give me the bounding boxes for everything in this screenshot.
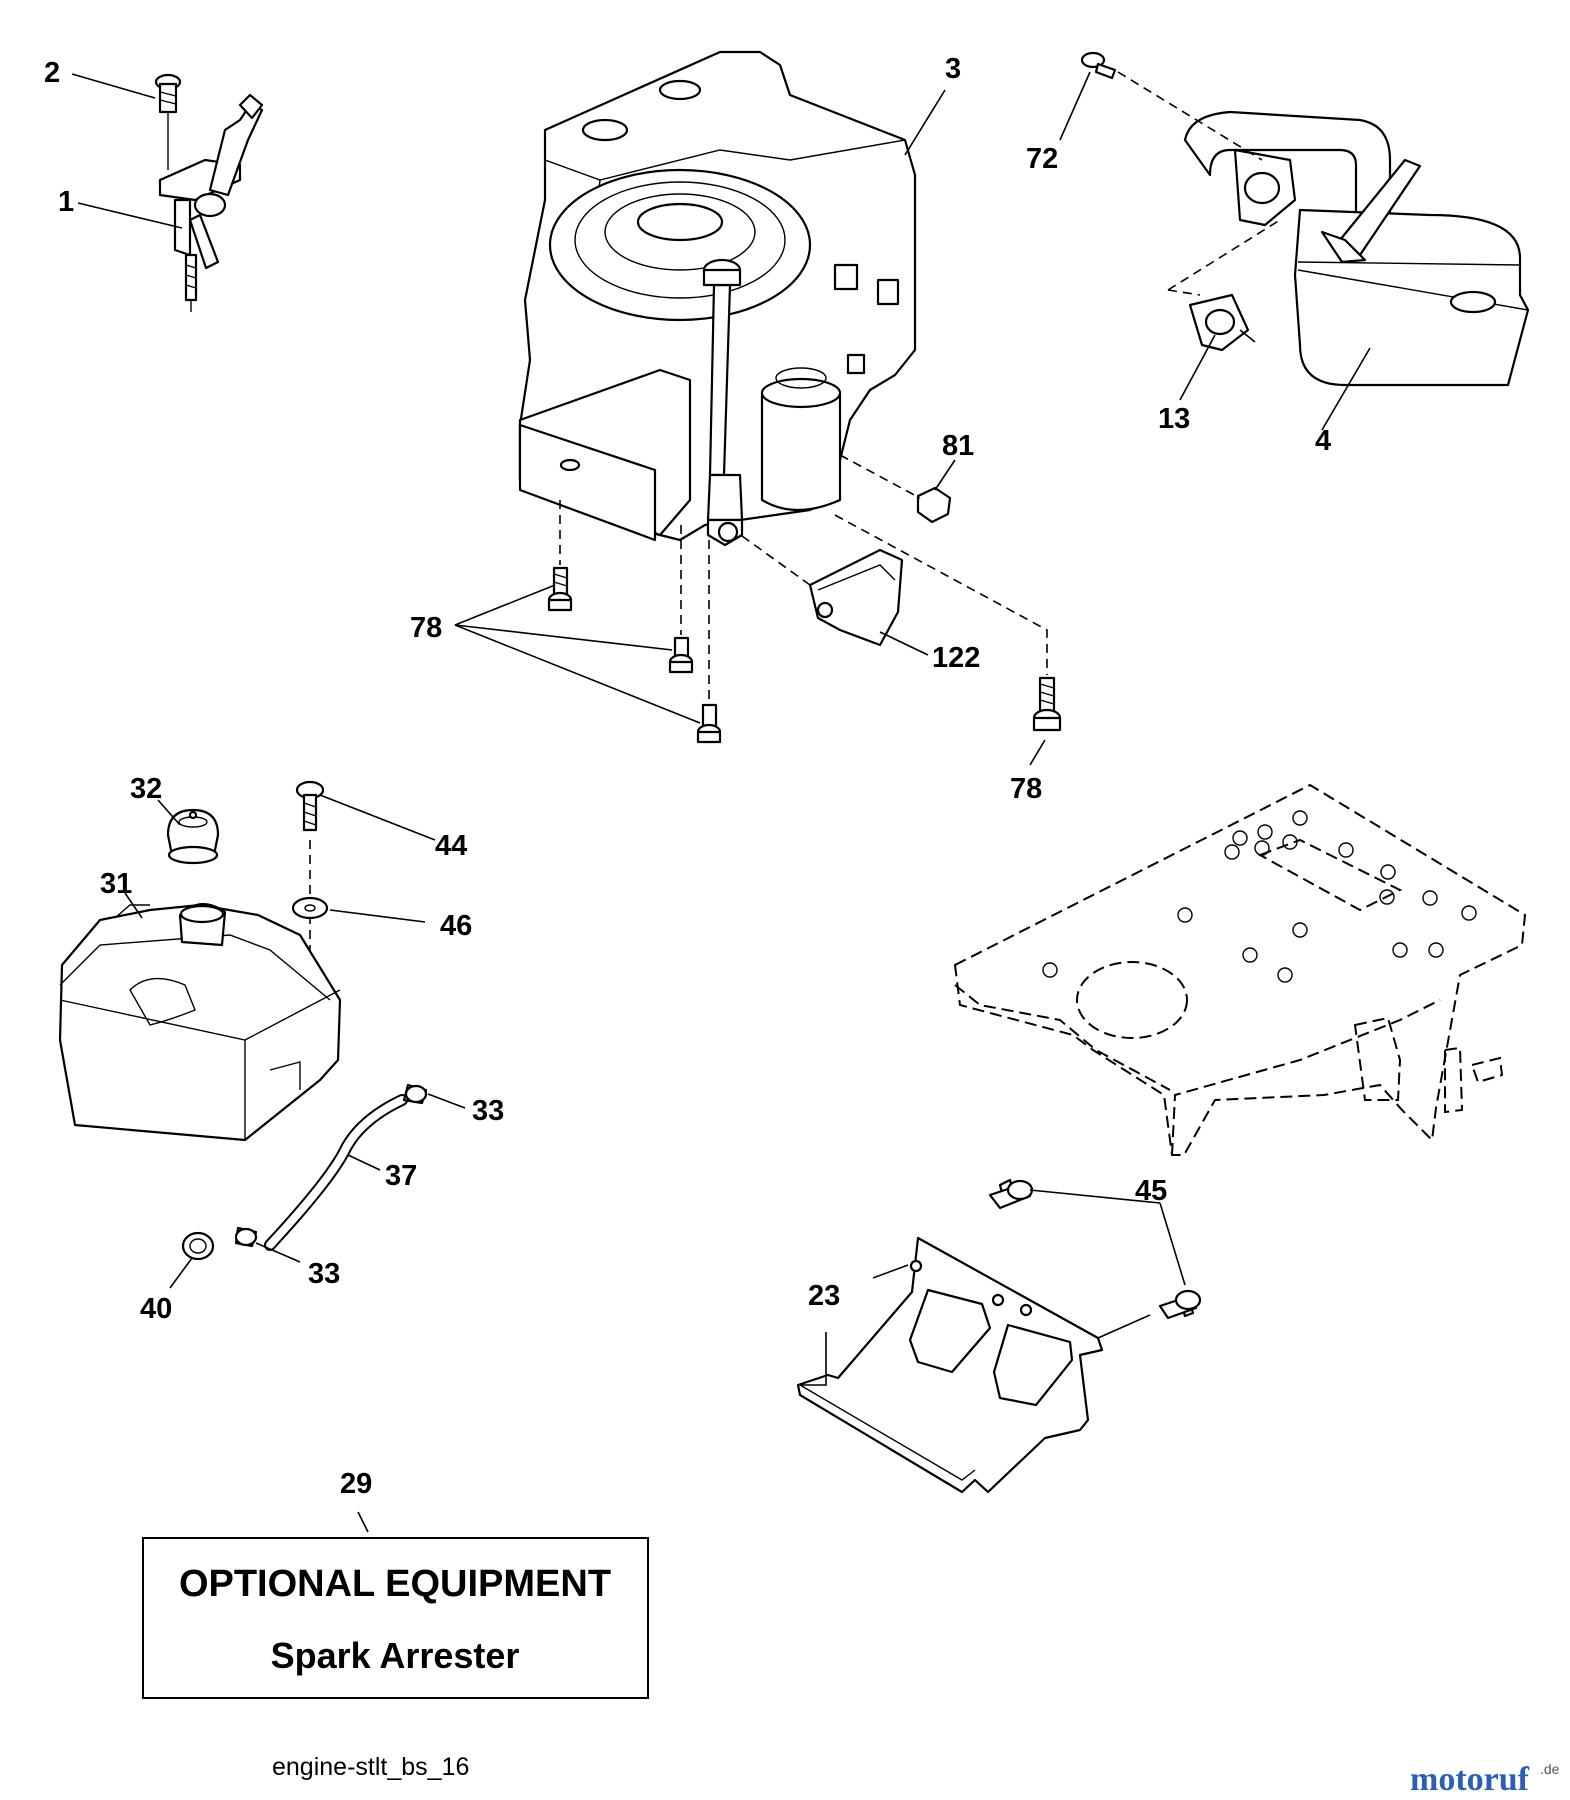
engine-bracket-part (796, 1178, 1202, 1494)
tank-screw-washer-part (291, 780, 329, 1040)
callout-72: 72 (1026, 143, 1058, 175)
watermark-logo: motoruf .de (1410, 1761, 1560, 1798)
optional-equipment-box: OPTIONAL EQUIPMENT Spark Arrester (142, 1537, 649, 1699)
callout-33-lower: 33 (308, 1258, 340, 1290)
callout-33-upper: 33 (472, 1095, 504, 1127)
callout-37: 37 (385, 1160, 417, 1192)
diagram-code: engine-stlt_bs_16 (272, 1753, 469, 1781)
throttle-control-part (154, 73, 264, 312)
callout-78-left: 78 (410, 612, 442, 644)
callout-1: 1 (58, 186, 74, 218)
callout-2: 2 (44, 57, 60, 89)
callout-44: 44 (435, 830, 467, 862)
callout-81: 81 (942, 430, 974, 462)
callout-13: 13 (1158, 403, 1190, 435)
callout-45: 45 (1135, 1175, 1167, 1207)
callout-23: 23 (808, 1280, 840, 1312)
callout-40: 40 (140, 1293, 172, 1325)
fuel-line-part (181, 1083, 428, 1261)
fuel-cap-part (166, 808, 220, 865)
callout-78-right: 78 (1010, 773, 1042, 805)
leader-lines (71, 71, 1371, 1533)
callout-46: 46 (440, 910, 472, 942)
callout-4: 4 (1315, 425, 1331, 457)
tractor-frame-outline (953, 783, 1527, 1156)
callout-29: 29 (340, 1468, 372, 1500)
callout-122: 122 (932, 642, 980, 674)
watermark-suffix: .de (1540, 1761, 1560, 1777)
callout-32: 32 (130, 773, 162, 805)
muffler-part (1080, 51, 1530, 387)
callout-3: 3 (945, 53, 961, 85)
callout-labels: 2 1 3 72 13 4 81 122 78 78 32 44 31 46 3… (44, 53, 1331, 1500)
optional-equipment-title: OPTIONAL EQUIPMENT (179, 1563, 611, 1605)
engine-part (518, 50, 917, 547)
watermark-name: motoruf (1410, 1761, 1530, 1798)
fuel-tank-part (58, 903, 342, 1142)
optional-equipment-subtitle: Spark Arrester (271, 1635, 520, 1676)
engine-mount-bolts-part (547, 486, 1062, 744)
callout-31: 31 (100, 868, 132, 900)
